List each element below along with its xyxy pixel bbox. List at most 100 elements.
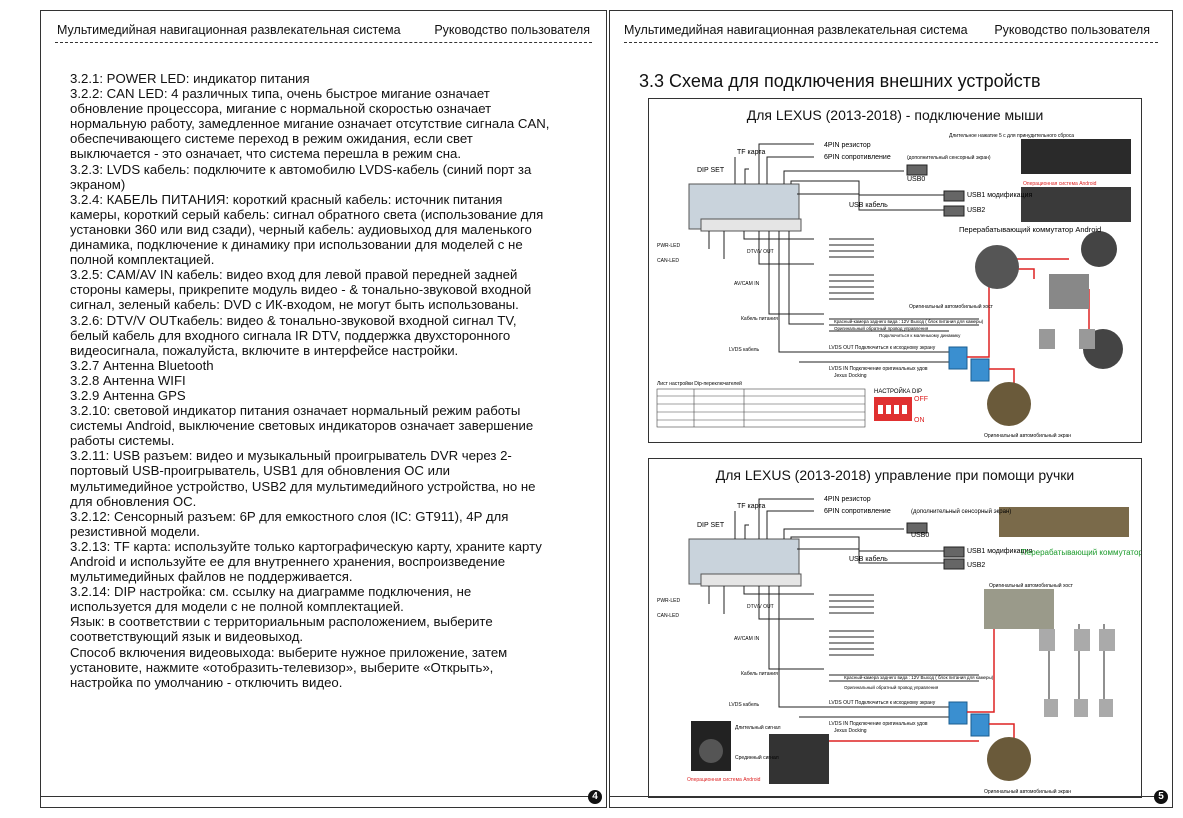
diagram-title: Для LEXUS (2013-2018) - подключение мыши (746, 107, 1044, 123)
paragraph: 3.2.13: TF карта: используйте только кар… (70, 538, 542, 585)
footer-rule (610, 796, 1158, 797)
label-usb1: USB1 модификация (967, 548, 1032, 555)
label-speaker: Подключиться к маленькому динамику (879, 333, 961, 338)
label-can: CAN-LED (657, 613, 679, 619)
label-usb-cable: USB кабель (849, 201, 888, 209)
host-photo (984, 589, 1054, 629)
label-on: ON (914, 417, 925, 424)
label-reverse: Оригинальный обратный провод управления (844, 684, 939, 690)
label-tf: TF карта (737, 503, 765, 510)
paragraph: 3.2.14: DIP настройка: см. ссылку на диа… (70, 584, 472, 615)
label-pwr: PWR-LED (657, 598, 680, 604)
label-orig-screen: Оригинальный автомобильный экран (984, 432, 1071, 439)
label-docking: Jexus Docking (834, 728, 867, 734)
label-dtv: DTV/V OUT (747, 604, 774, 610)
label-usb1: USB1 модификация (967, 192, 1032, 199)
label-commutator: Перерабатывающий коммутатор Android (1021, 548, 1141, 557)
android-screen-photo (1021, 139, 1131, 174)
paragraph: 3.2.12: Сенсорный разъем: 6P для емкостн… (70, 508, 509, 539)
paragraph: 3.2.9 Антенна GPS (70, 387, 186, 403)
footer-rule (41, 796, 592, 797)
label-long-signal: Длительный сигнал (735, 724, 781, 731)
diagram-drawing: TF карта DIP SET 4PIN резистор 6PIN сопр… (657, 496, 1141, 795)
label-dip-settings: НАСТРОЙКА DIP (874, 387, 922, 395)
paragraph: 3.2.2: CAN LED: 4 различных типа, очень … (70, 86, 550, 162)
label-os-android: Операционная система Android (687, 777, 761, 783)
label-lvds-out: LVDS OUT Подключиться к исходному экрану (829, 345, 936, 351)
label-usb2: USB2 (967, 207, 985, 214)
label-4pin: 4PIN резистор (824, 496, 871, 503)
label-usb-cable: USB кабель (849, 555, 888, 563)
commutator-photo (1021, 187, 1131, 222)
label-4pin: 4PIN резистор (824, 142, 871, 149)
label-6pin: 6PIN сопротивление (824, 508, 891, 515)
label-orig-host: Оригинальный автомобильный хост (909, 303, 994, 310)
host-connector-photo (975, 245, 1019, 289)
label-usb0: USB0 (907, 176, 925, 183)
label-dip: DIP SET (697, 167, 725, 174)
label-dip-table: Лист настройки Dip-переключателей (657, 380, 742, 387)
header-title: Мультимедийная навигационная развлекател… (57, 23, 401, 37)
console-photo (769, 734, 829, 784)
label-6pin: 6PIN сопротивление (824, 154, 891, 161)
label-lvds: LVDS кабель (729, 702, 759, 708)
label-can: CAN-LED (657, 258, 679, 264)
label-reverse: Оригинальный обратный провод управления (834, 325, 929, 331)
paragraph: Язык: в соответствии с территориальным р… (70, 614, 493, 645)
label-usb2: USB2 (967, 562, 985, 569)
header-title: Мультимедийная навигационная развлекател… (624, 23, 968, 37)
paragraph: Способ включения видеовыхода: выберите н… (70, 644, 508, 690)
paragraph: 3.2.6: DTV/V OUTкабель: видео & тонально… (70, 312, 517, 358)
label-rear-cam: Красный-камера заднего вида : 12V Выход … (844, 674, 994, 680)
screen-connector-photo (987, 382, 1031, 426)
label-av: AV/CAM IN (734, 281, 760, 287)
page-4: Мультимедийная навигационная развлекател… (40, 10, 607, 808)
diagram-title: Для LEXUS (2013-2018) управление при пом… (715, 467, 1075, 483)
body-text: 3.2.1: POWER LED: индикатор питания 3.2.… (70, 71, 556, 690)
paragraph: 3.2.5: CAM/AV IN кабель: видео вход для … (70, 267, 532, 313)
paragraph: 3.2.4: КАБЕЛЬ ПИТАНИЯ: короткий красный … (70, 191, 544, 268)
paragraph: 3.2.3: LVDS кабель: подключите к автомоб… (70, 161, 532, 192)
paragraph: 3.2.7 Антенна Bluetooth (70, 357, 214, 373)
label-lvds: LVDS кабель (729, 347, 759, 353)
header-rule (624, 42, 1158, 43)
label-orig-screen: Оригинальный автомобильный экран (984, 788, 1071, 795)
label-rear-cam: Красный-камера заднего вида : 12V Выход … (834, 318, 984, 324)
page-number: 5 (1154, 790, 1168, 804)
label-touch: (дополнительный сенсорный экран) (911, 508, 1011, 515)
label-power-cable: Кабель питания (741, 671, 778, 677)
label-docking: Jexus Docking (834, 373, 867, 379)
label-long-press: Длительное нажатие 5 с для принудительно… (949, 133, 1074, 139)
paragraph: 3.2.10: световой индикатор питания означ… (70, 403, 534, 449)
label-usb0: USB0 (911, 532, 929, 539)
header-guide: Руководство пользователя (434, 23, 590, 37)
label-os-android: Операционная система Android (1023, 181, 1097, 187)
label-commutator: Перерабатывающий коммутатор Android (959, 225, 1101, 234)
commutator-photo (999, 507, 1129, 537)
label-dip: DIP SET (697, 522, 725, 529)
header-guide: Руководство пользователя (994, 23, 1150, 37)
dip-table (656, 388, 866, 428)
label-mid-signal: Срединный сигнал (735, 754, 779, 761)
paragraph: 3.2.1: POWER LED: индикатор питания (70, 71, 310, 86)
page-5: Мультимедийная навигационная развлекател… (609, 10, 1173, 808)
screen-connector-photo (987, 737, 1031, 781)
label-av: AV/CAM IN (734, 636, 760, 642)
label-lvds-out: LVDS OUT Подключиться к исходному экрану (829, 700, 936, 706)
page-number: 4 (588, 790, 602, 804)
header-rule (55, 42, 592, 43)
label-dtv: DTV/V OUT (747, 249, 774, 255)
label-lvds-in: LVDS IN Подключение оригинальных удов (829, 721, 928, 727)
label-lvds-in: LVDS IN Подключение оригинальных удов (829, 366, 928, 372)
label-touch: (дополнительный сенсорный экран) (907, 154, 991, 161)
wiring-diagram-mouse: Для LEXUS (2013-2018) - подключение мыши (648, 98, 1142, 443)
label-power-cable: Кабель питания (741, 316, 778, 322)
paragraph: 3.2.11: USB разъем: видео и музыкальный … (70, 448, 536, 509)
label-tf: TF карта (737, 149, 765, 156)
label-off: OFF (914, 396, 928, 403)
wiring-diagram-knob: Для LEXUS (2013-2018) управление при пом… (648, 458, 1142, 798)
label-orig-host: Оригинальный автомобильный хост (989, 582, 1074, 589)
section-title: 3.3 Схема для подключения внешних устрой… (639, 71, 1041, 91)
paragraph: 3.2.8 Антенна WIFI (70, 372, 186, 388)
diagram-drawing: TF карта DIP SET 4PIN резистор 6PIN сопр… (656, 133, 1131, 439)
